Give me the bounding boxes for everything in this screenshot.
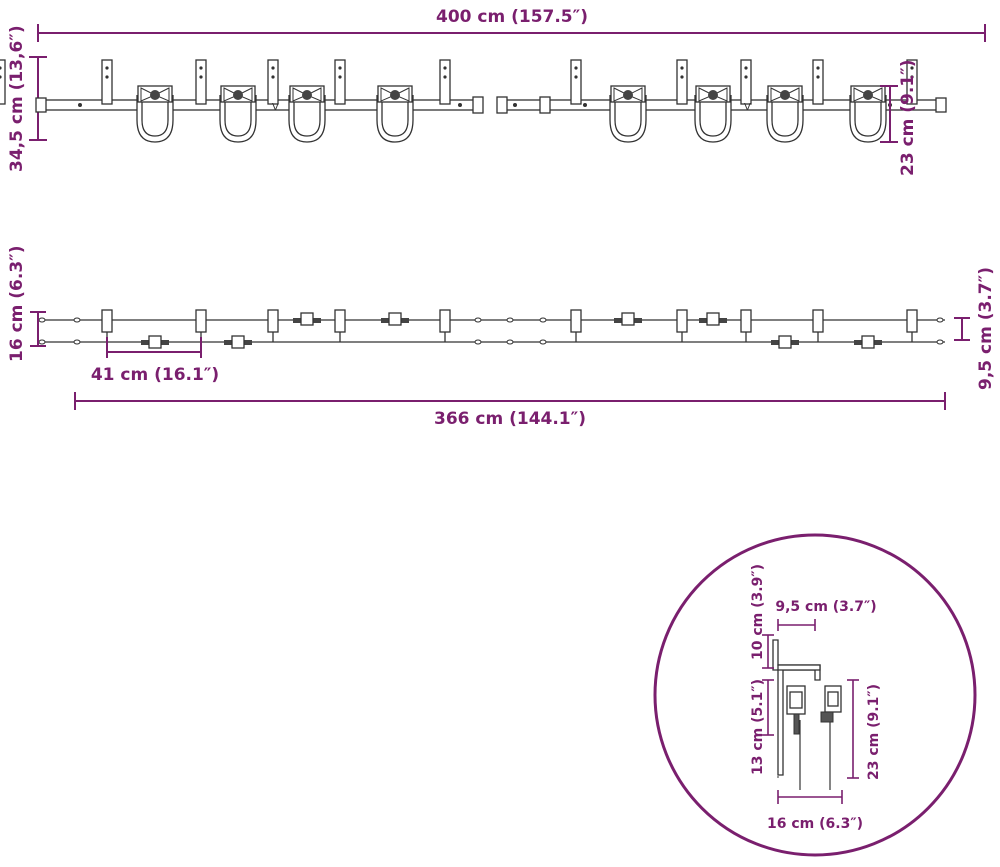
detail-top-height-label: 10 cm (3.9″) [750, 564, 766, 660]
wall-brackets [0, 59, 6, 105]
detail-top-width-label: 9,5 cm (3.7″) [775, 599, 876, 615]
top-view: 400 cm (157.5″) 34,5 cm (13,6″) [0, 4, 986, 176]
gap-label: 9,5 cm (3.7″) [976, 267, 996, 390]
cross-section [772, 639, 842, 790]
wall-mounts [101, 309, 918, 343]
end-stop-left [35, 97, 47, 113]
svg-text:V: V [272, 102, 279, 113]
middle-height-label: 16 cm (6.3″) [7, 245, 27, 362]
rail-length-label: 366 cm (144.1″) [434, 409, 586, 429]
end-stop-right [935, 97, 947, 113]
connector [472, 96, 484, 114]
detail-view: 9,5 cm (3.7″) 10 cm (3.9″) 13 cm (5.1″) … [653, 533, 977, 857]
top-height-label: 34,5 cm (13,6″) [7, 25, 27, 172]
hanger-height-label: 23 cm (9.1″) [898, 59, 918, 176]
detail-right-height-label: 23 cm (9.1″) [866, 684, 882, 780]
roller-hangers [136, 85, 887, 143]
top-width-label: 400 cm (157.5″) [436, 7, 588, 27]
detail-circle [653, 533, 977, 857]
svg-text:V: V [744, 102, 751, 113]
middle-view: 16 cm (6.3″) 41 cm (16.1″) 366 cm (144.1… [7, 245, 996, 429]
detail-mid-height-label: 13 cm (5.1″) [750, 679, 766, 775]
spacing-label: 41 cm (16.1″) [91, 365, 219, 385]
detail-bottom-width-label: 16 cm (6.3″) [767, 816, 863, 832]
